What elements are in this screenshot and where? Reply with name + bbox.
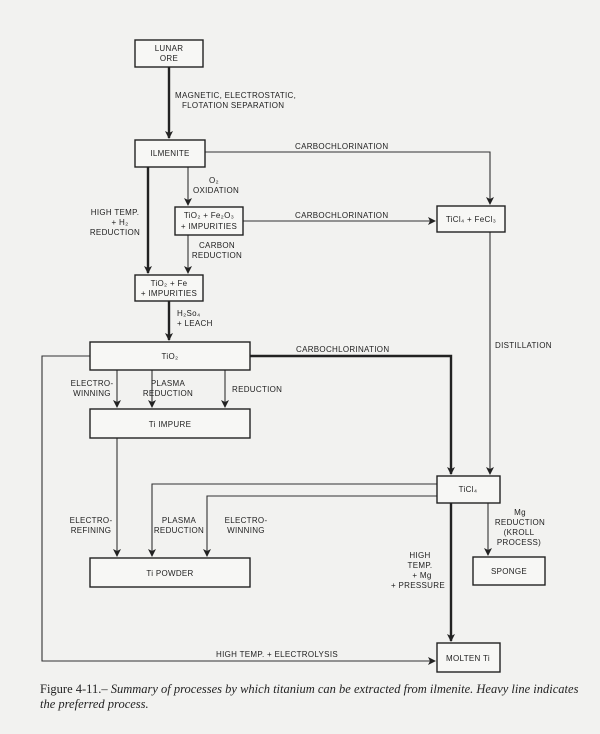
label-mg-pressure: TEMP. bbox=[408, 561, 433, 570]
box-label: SPONGE bbox=[491, 567, 527, 576]
box-label: TiCl₄ + FeCl₃ bbox=[446, 215, 496, 224]
box-tio2-fe: TiO₂ + Fe + IMPURITIES bbox=[134, 274, 204, 302]
box-lunar-ore: LUNAR ORE bbox=[134, 39, 204, 68]
label-carbochlorination: CARBOCHLORINATION bbox=[296, 345, 389, 354]
label-h2-reduction: HIGH TEMP. bbox=[91, 208, 140, 217]
box-label: Ti POWDER bbox=[146, 569, 193, 578]
label-carbon-reduction: REDUCTION bbox=[192, 251, 242, 260]
label-carbochlorination: CARBOCHLORINATION bbox=[295, 142, 388, 151]
box-ilmenite: ILMENITE bbox=[134, 139, 206, 168]
box-tio2: TiO₂ bbox=[89, 341, 251, 371]
label-electrowinning: WINNING bbox=[73, 389, 111, 398]
label-kroll: PROCESS) bbox=[497, 538, 541, 547]
label-electrolysis: HIGH TEMP. + ELECTROLYSIS bbox=[216, 650, 338, 659]
label-mg-pressure: + PRESSURE bbox=[391, 581, 445, 590]
box-sponge: SPONGE bbox=[472, 556, 546, 586]
box-tio2-fe2o3: TiO₂ + Fe₂O₃ + IMPURITIES bbox=[174, 206, 244, 236]
label-carbon-reduction: CARBON bbox=[199, 241, 235, 250]
box-molten-ti: MOLTEN Ti bbox=[436, 642, 501, 673]
label-distillation: DISTILLATION bbox=[495, 341, 552, 350]
label-plasma-reduction: REDUCTION bbox=[154, 526, 204, 535]
caption-text: Summary of processes by which titanium c… bbox=[40, 682, 579, 711]
label-plasma-reduction: PLASMA bbox=[162, 516, 197, 525]
label-oxidation: OXIDATION bbox=[193, 186, 239, 195]
box-ti-impure: Ti IMPURE bbox=[89, 408, 251, 439]
box-label: LUNAR bbox=[155, 44, 184, 53]
box-ticl4: TiCl₄ bbox=[436, 475, 501, 504]
arrow-electrolysis bbox=[41, 355, 436, 665]
caption-label: Figure 4-11.– bbox=[40, 682, 111, 696]
box-label: MOLTEN Ti bbox=[446, 654, 490, 663]
box-label: + IMPURITIES bbox=[181, 222, 237, 231]
label-separation: MAGNETIC, ELECTROSTATIC, bbox=[175, 91, 296, 100]
box-label: TiO₂ + Fe bbox=[151, 279, 188, 288]
label-mg-pressure: HIGH bbox=[409, 551, 430, 560]
box-label: TiCl₄ bbox=[459, 485, 478, 494]
label-electrorefining: ELECTRO- bbox=[70, 516, 113, 525]
label-mg-pressure: + Mg bbox=[412, 571, 431, 580]
label-separation: FLOTATION SEPARATION bbox=[182, 101, 284, 110]
label-kroll: REDUCTION bbox=[495, 518, 545, 527]
label-electrorefining: REFINING bbox=[71, 526, 112, 535]
label-electrowinning: ELECTRO- bbox=[71, 379, 114, 388]
box-label: TiO₂ bbox=[162, 352, 179, 361]
figure-caption: Figure 4-11.– Summary of processes by wh… bbox=[40, 682, 580, 712]
box-label: ILMENITE bbox=[150, 149, 189, 158]
box-label: TiO₂ + Fe₂O₃ bbox=[184, 211, 234, 220]
label-plasma-reduction: PLASMA bbox=[151, 379, 186, 388]
label-leach: + LEACH bbox=[177, 319, 213, 328]
label-plasma-reduction: REDUCTION bbox=[143, 389, 193, 398]
label-h2-reduction: + H₂ bbox=[112, 218, 129, 227]
box-label: ORE bbox=[160, 54, 178, 63]
label-leach: H₂So₄ bbox=[177, 309, 200, 318]
arrow-ilmenite-carbochlorination bbox=[205, 151, 494, 205]
arrow-electrowinning-2 bbox=[203, 495, 437, 557]
label-kroll: (KROLL bbox=[504, 528, 535, 537]
label-h2-reduction: REDUCTION bbox=[90, 228, 140, 237]
box-ti-powder: Ti POWDER bbox=[89, 557, 251, 588]
edge-labels: MAGNETIC, ELECTROSTATIC, FLOTATION SEPAR… bbox=[70, 91, 552, 659]
connectors bbox=[41, 67, 494, 665]
label-oxidation: O₂ bbox=[209, 176, 219, 185]
label-electrowinning: ELECTRO- bbox=[225, 516, 268, 525]
box-label: Ti IMPURE bbox=[149, 420, 191, 429]
label-kroll: Mg bbox=[514, 508, 526, 517]
label-reduction: REDUCTION bbox=[232, 385, 282, 394]
label-carbochlorination: CARBOCHLORINATION bbox=[295, 211, 388, 220]
arrow-plasma-reduction-2 bbox=[148, 483, 437, 557]
arrow-tio2-carbochlorination bbox=[250, 354, 455, 475]
box-ticl4-fecl3: TiCl₄ + FeCl₃ bbox=[436, 205, 506, 233]
box-label: + IMPURITIES bbox=[141, 289, 197, 298]
label-electrowinning: WINNING bbox=[227, 526, 265, 535]
